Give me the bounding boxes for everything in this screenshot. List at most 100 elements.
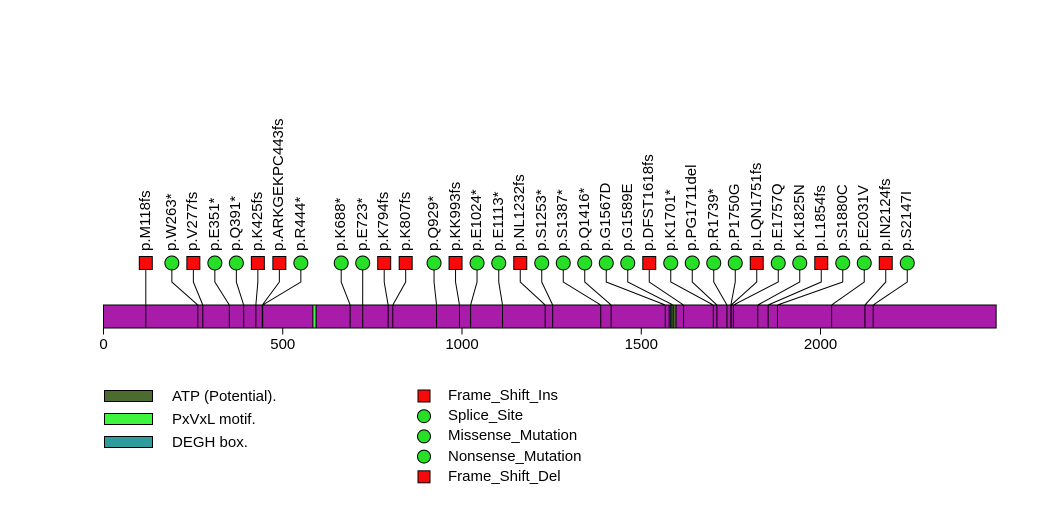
lollipop-stem bbox=[433, 270, 438, 328]
lollipop-stem bbox=[498, 270, 504, 328]
mutation-label: p.M118fs bbox=[136, 190, 154, 251]
mutation-label: p.L1854fs bbox=[812, 185, 830, 251]
mutation-label: p.Q929* bbox=[425, 195, 443, 251]
mutation-marker-circle bbox=[491, 255, 507, 271]
lollipop-stem bbox=[392, 270, 407, 328]
lollipop-stem bbox=[214, 270, 230, 328]
domain-legend-label: ATP (Potential). bbox=[172, 388, 277, 405]
lollipop-stem bbox=[383, 270, 389, 328]
mutation-marker-square bbox=[814, 256, 829, 270]
mutation-label: p.E1113* bbox=[489, 191, 507, 252]
lollipop-stem bbox=[872, 270, 908, 328]
mutation-label: p.R1739* bbox=[704, 188, 722, 251]
lollipop-stem bbox=[831, 270, 865, 328]
lollipop-stem bbox=[757, 270, 801, 328]
mutation-marker-circle bbox=[534, 255, 550, 271]
mutation-marker-circle bbox=[684, 255, 700, 271]
mutation-label: p.K794fs bbox=[375, 191, 393, 251]
mutation-marker-circle bbox=[355, 255, 371, 271]
lollipop-stem bbox=[455, 270, 460, 328]
mutation-marker-circle bbox=[835, 255, 851, 271]
lollipop-stem bbox=[340, 270, 351, 328]
mutation-marker-square bbox=[642, 256, 657, 270]
mutation-label: p.E1757Q bbox=[769, 183, 787, 251]
mutation-label: p.Q1416* bbox=[575, 187, 593, 251]
mutation-marker-circle bbox=[620, 255, 636, 271]
mutation-label: p.G1567D bbox=[597, 182, 615, 251]
mutation-marker-circle bbox=[293, 255, 309, 271]
mutation-label: p.G1589E bbox=[618, 183, 636, 251]
mutation-legend-label: Splice_Site bbox=[448, 407, 524, 425]
axis-tick-label: 500 bbox=[270, 336, 296, 353]
lollipop-stem bbox=[767, 270, 822, 328]
lollipop-stem bbox=[730, 270, 758, 328]
mutation-label: p.DFST1618fs bbox=[640, 154, 658, 251]
lollipop-stem bbox=[470, 270, 478, 328]
mutation-legend-label: Nonsense_Mutation bbox=[448, 447, 582, 465]
mutation-label: p.LQN1751fs bbox=[747, 162, 765, 251]
mutation-legend-label: Frame_Shift_Del bbox=[448, 467, 561, 485]
mutation-legend-swatch-square bbox=[417, 470, 431, 484]
mutation-marker-circle bbox=[469, 255, 485, 271]
lollipop-stem bbox=[648, 270, 685, 328]
mutation-label: p.PG1711del bbox=[683, 164, 701, 251]
domain-legend-swatch bbox=[104, 436, 153, 448]
domain-legend-swatch bbox=[104, 390, 153, 402]
mutation-marker-square bbox=[250, 256, 265, 270]
mutation-marker-circle bbox=[207, 255, 223, 271]
mutation-marker-circle bbox=[228, 255, 244, 271]
lollipop-stem bbox=[864, 270, 887, 328]
mutation-label: p.E351* bbox=[205, 197, 223, 251]
mutation-marker-circle bbox=[164, 255, 180, 271]
mutation-marker-circle bbox=[792, 255, 808, 271]
domain-legend-label: DEGH box. bbox=[172, 434, 248, 451]
mutation-label: p.Q391* bbox=[227, 195, 245, 251]
mutation-marker-square bbox=[272, 256, 287, 270]
domain-stripe-pxvxlmotif bbox=[312, 304, 317, 329]
domain-legend-label: PxVxL motif. bbox=[172, 411, 256, 428]
mutation-marker-square bbox=[377, 256, 392, 270]
mutation-marker-square bbox=[448, 256, 463, 270]
lollipop-stem bbox=[732, 270, 779, 328]
mutation-marker-circle bbox=[856, 255, 872, 271]
axis-tick-label: 1500 bbox=[624, 336, 658, 353]
mutation-legend-label: Frame_Shift_Ins bbox=[448, 387, 559, 404]
mutation-marker-circle bbox=[598, 255, 614, 271]
mutation-legend-label: Missense_Mutation bbox=[448, 427, 578, 445]
mutation-label: p.S2147I bbox=[898, 190, 916, 251]
mutation-marker-circle bbox=[426, 255, 442, 271]
mutation-label: p.K1701* bbox=[661, 189, 679, 251]
mutation-label: p.W263* bbox=[162, 193, 180, 251]
mutation-marker-circle bbox=[333, 255, 349, 271]
axis-tick-label: 0 bbox=[99, 336, 108, 353]
mutation-marker-square bbox=[186, 256, 201, 270]
mutation-label: p.ARKGEKPC443fs bbox=[270, 118, 288, 251]
mutation-marker-square bbox=[398, 256, 413, 270]
lollipop-stem bbox=[627, 270, 674, 328]
mutation-label: p.S1253* bbox=[532, 189, 550, 251]
mutation-label: p.S1880C bbox=[833, 184, 851, 251]
mutation-label: p.E723* bbox=[353, 197, 371, 251]
lollipop-stem bbox=[605, 270, 666, 328]
mutation-marker-circle bbox=[727, 255, 743, 271]
lollipop-stem bbox=[262, 270, 302, 328]
lollipop-stem bbox=[776, 270, 844, 328]
axis-tick-label: 1000 bbox=[445, 336, 479, 353]
lollipop-stem bbox=[541, 270, 554, 328]
mutation-marker-circle bbox=[770, 255, 786, 271]
lollipop-stem bbox=[192, 270, 204, 328]
mutation-marker-circle bbox=[663, 255, 679, 271]
mutation-label: p.K1825N bbox=[790, 184, 808, 251]
mutation-label: p.K688* bbox=[332, 197, 350, 251]
protein-bar bbox=[103, 304, 997, 329]
mutation-marker-circle bbox=[555, 255, 571, 271]
mutation-legend-swatch-circle bbox=[417, 449, 431, 464]
mutation-marker-square bbox=[513, 256, 528, 270]
mutation-label: p.NL1232fs bbox=[511, 174, 529, 251]
mutation-label: p.S1387* bbox=[554, 189, 572, 251]
domain-stripe-deghbox bbox=[668, 304, 672, 329]
lollipop-stem bbox=[171, 270, 199, 328]
lollipop-stem bbox=[235, 270, 245, 328]
